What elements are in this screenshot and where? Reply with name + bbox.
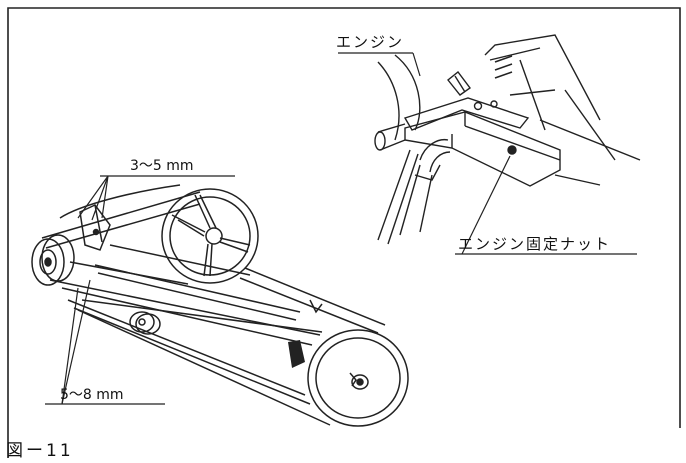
figure-caption: 図ー11 <box>6 441 74 461</box>
label-belt-gap-lower: 5〜8 mm <box>60 387 124 403</box>
label-engine: エンジン <box>336 33 404 51</box>
tension-roller <box>129 311 161 335</box>
engine-nut-marker <box>507 145 517 155</box>
belt-drive-assembly <box>31 184 409 427</box>
label-engine-nut: エンジン固定ナット <box>458 235 611 253</box>
pulley-large-top <box>161 188 259 284</box>
label-belt-gap-upper: 3〜5 mm <box>130 158 194 174</box>
pulley-large-bottom <box>307 329 409 427</box>
vent-slots <box>494 55 513 79</box>
figure-frame <box>7 7 681 458</box>
drive-pulley-small <box>31 234 75 286</box>
leader-lines <box>45 52 637 405</box>
engine-mount-detail <box>374 34 641 245</box>
